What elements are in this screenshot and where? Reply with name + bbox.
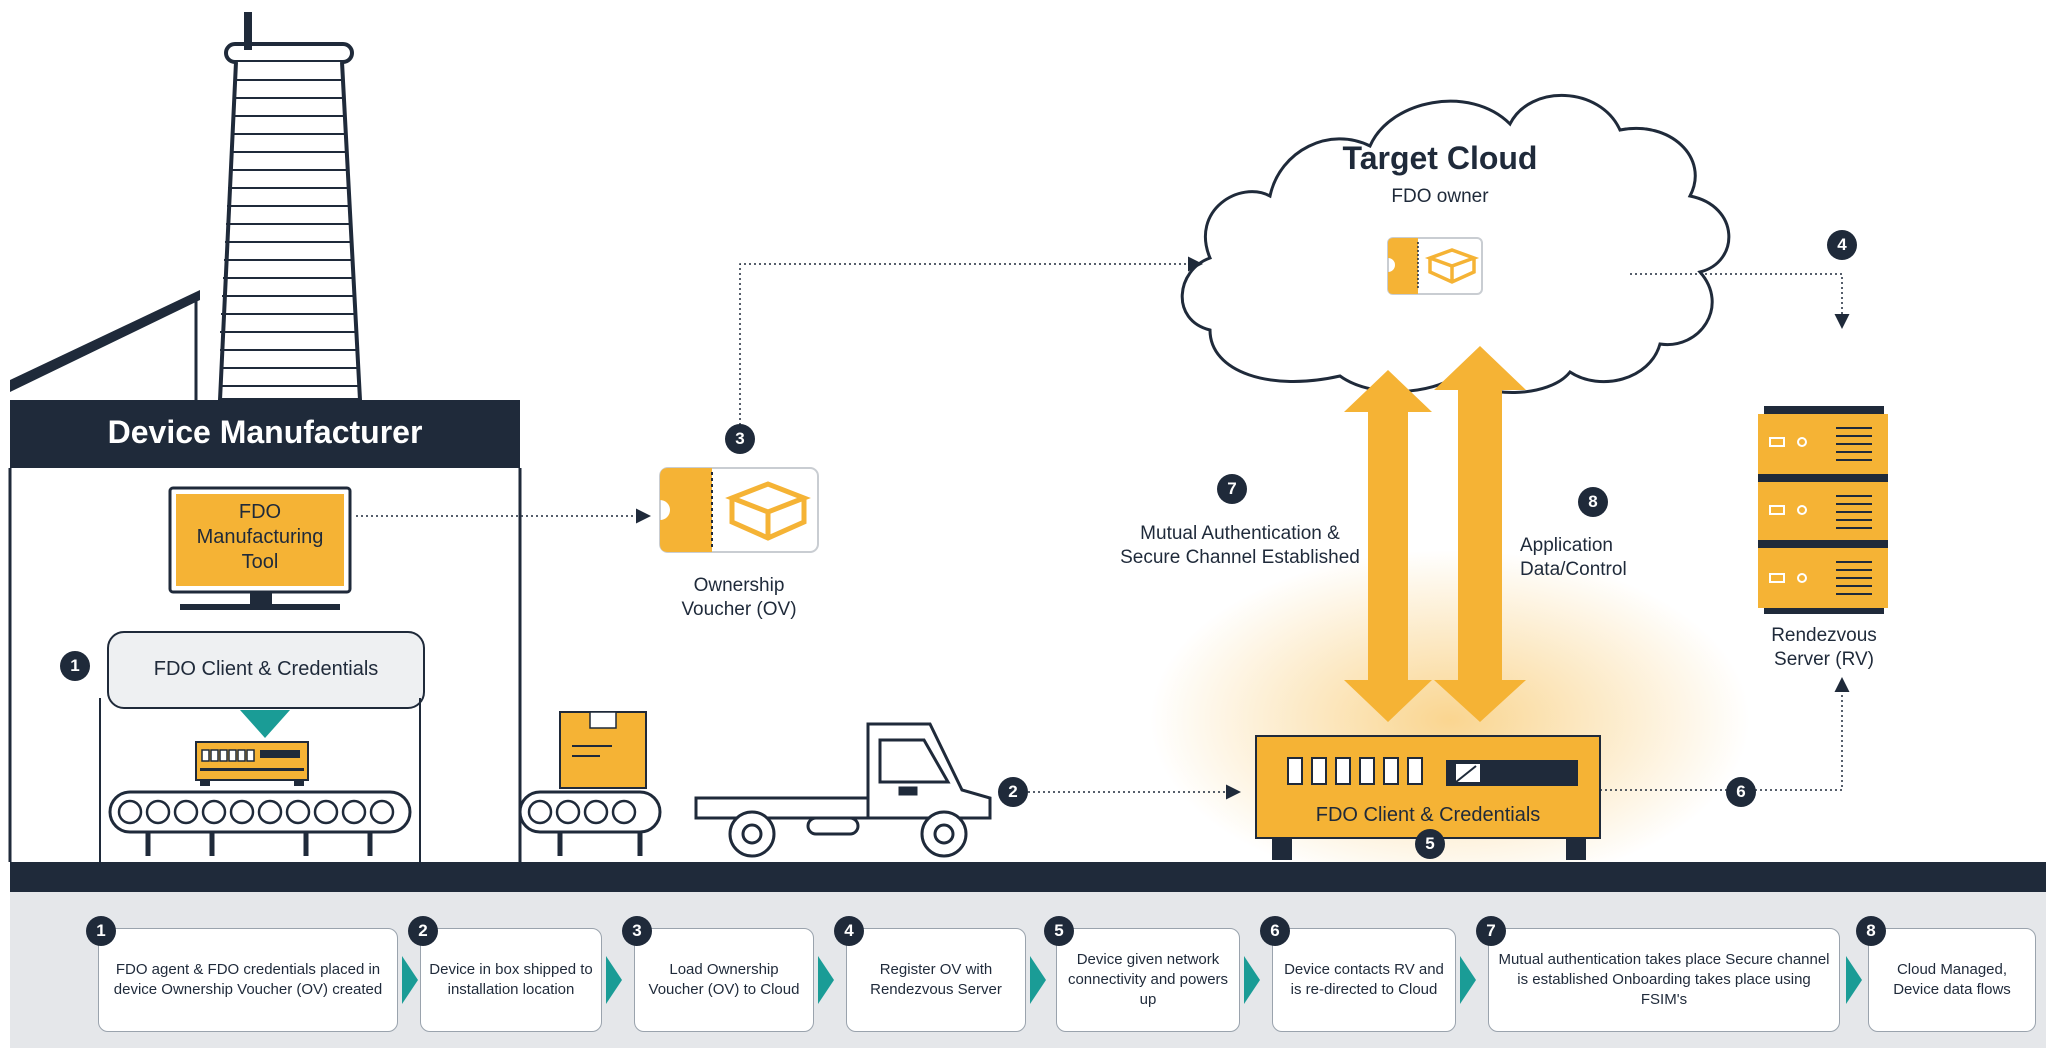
- step-badge-2: 2: [408, 916, 438, 946]
- step-badge-8: 8: [1856, 916, 1886, 946]
- app-data-label: Application Data/Control: [1520, 535, 1627, 580]
- step-badge-3: 3: [622, 916, 652, 946]
- step-card-7: Mutual authentication takes place Secure…: [1488, 928, 1840, 1032]
- manufacturing-tool-label: FDO Manufacturing Tool: [196, 501, 324, 573]
- step-text: Device given network connectivity and po…: [1067, 950, 1229, 1009]
- step-text: Cloud Managed, Device data flows: [1893, 960, 2011, 998]
- client-credentials-bubble: [107, 631, 425, 709]
- target-cloud: [1180, 93, 1731, 394]
- conveyor-belt-2: [518, 790, 662, 856]
- pointer-triangle: [240, 710, 290, 738]
- step-text: Device in box shipped to installation lo…: [429, 960, 593, 998]
- badge-5: 5: [1415, 829, 1445, 859]
- step-card-2: Device in box shipped to installation lo…: [420, 928, 602, 1032]
- step-text: Load Ownership Voucher (OV) to Cloud: [648, 960, 800, 998]
- badge-4: 4: [1827, 230, 1857, 260]
- secure-channel-arrows: [1344, 346, 1526, 722]
- shipping-box: [559, 711, 647, 789]
- manufacturer-title: Device Manufacturer: [107, 414, 423, 450]
- step-text: FDO agent & FDO credentials placed in de…: [113, 960, 383, 998]
- factory-chimney: [10, 12, 363, 402]
- flow-arrows: [356, 256, 1850, 800]
- device-label: FDO Client & Credentials: [1315, 804, 1541, 826]
- step-badge-1: 1: [86, 916, 116, 946]
- step-card-3: Load Ownership Voucher (OV) to Cloud: [634, 928, 814, 1032]
- step-card-8: Cloud Managed, Device data flows: [1868, 928, 2036, 1032]
- badge-8: 8: [1578, 487, 1608, 517]
- step-card-5: Device given network connectivity and po…: [1056, 928, 1240, 1032]
- cloud-subtitle: FDO owner: [1391, 186, 1489, 207]
- manufacturing-tool-monitor: [168, 486, 352, 610]
- cloud-title: Target Cloud: [1342, 140, 1538, 176]
- step-chevrons: [402, 956, 1862, 1004]
- step-text: Register OV with Rendezvous Server: [870, 960, 1002, 998]
- step-badge-6: 6: [1260, 916, 1290, 946]
- rendezvous-server: [1758, 406, 1888, 614]
- badge-3: 3: [725, 424, 755, 454]
- step-text: Device contacts RV and is re-directed to…: [1284, 960, 1444, 998]
- ownership-voucher-label: Ownership Voucher (OV): [681, 575, 797, 620]
- badge-2: 2: [998, 777, 1028, 807]
- fdo-device: [1255, 735, 1601, 860]
- badge-6: 6: [1726, 777, 1756, 807]
- conveyor-belt-1: [108, 790, 412, 856]
- manufacturer-client-label: FDO Client & Credentials: [153, 658, 379, 680]
- step-badge-5: 5: [1044, 916, 1074, 946]
- delivery-truck: [694, 722, 992, 858]
- manufacturer-banner: [10, 400, 520, 468]
- step-card-1: FDO agent & FDO credentials placed in de…: [98, 928, 398, 1032]
- step-text: Mutual authentication takes place Secure…: [1498, 950, 1830, 1009]
- ownership-voucher-ticket: [659, 467, 819, 553]
- step-card-6: Device contacts RV and is re-directed to…: [1272, 928, 1456, 1032]
- mutual-auth-label: Mutual Authentication & Secure Channel E…: [1120, 523, 1360, 568]
- step-card-4: Register OV with Rendezvous Server: [846, 928, 1026, 1032]
- badge-7: 7: [1217, 474, 1247, 504]
- step-badge-4: 4: [834, 916, 864, 946]
- small-device: [195, 741, 309, 786]
- badge-1: 1: [60, 651, 90, 681]
- rendezvous-label: Rendezvous Server (RV): [1771, 625, 1877, 670]
- step-badge-7: 7: [1476, 916, 1506, 946]
- ground-bar: [10, 862, 2046, 892]
